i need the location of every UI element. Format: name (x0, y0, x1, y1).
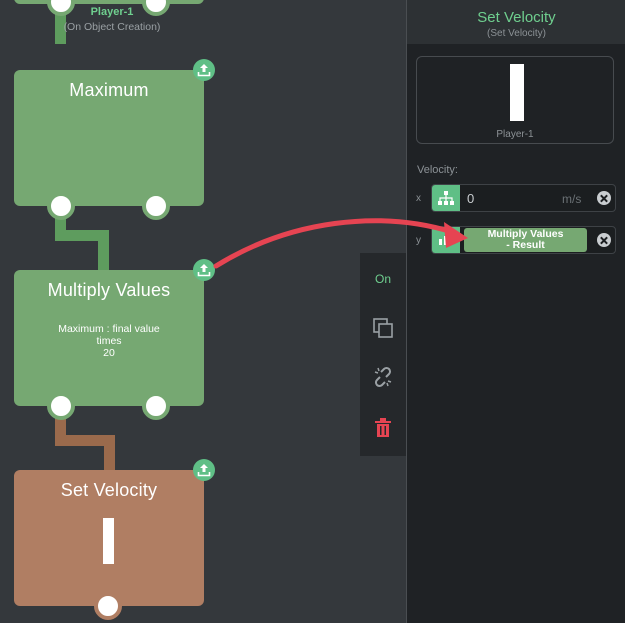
object-preview[interactable]: Player-1 (416, 56, 614, 144)
output-port[interactable] (142, 0, 170, 16)
output-port[interactable] (142, 392, 170, 420)
velocity-x-field[interactable]: 0 m/s (431, 184, 616, 212)
node-title: Set Velocity (60, 480, 158, 500)
trigger-node[interactable] (14, 0, 204, 4)
velocity-label: Velocity: (417, 164, 458, 176)
trigger-event-label: (On Object Creation) (63, 21, 161, 33)
output-port[interactable] (142, 192, 170, 220)
set-velocity-node[interactable]: Set Velocity (14, 470, 204, 606)
upload-icon[interactable] (193, 59, 215, 81)
chip-line: Multiply Values (487, 228, 564, 240)
connection-wire (55, 405, 66, 445)
node-description: Maximum : final value times 20 (14, 323, 204, 359)
x-axis-label: x (416, 193, 421, 204)
panel-header: Set Velocity (Set Velocity) (407, 0, 625, 44)
duplicate-icon[interactable] (360, 316, 406, 340)
velocity-y-field[interactable]: Multiply Values - Result (431, 226, 616, 254)
chip-line: - Result (506, 239, 545, 251)
object-preview-bar (510, 64, 524, 121)
maximum-node[interactable]: Maximum (14, 70, 204, 206)
velocity-x-unit: m/s (562, 192, 582, 206)
node-canvas[interactable]: Player-1 (On Object Creation) Maximum Mu… (0, 0, 406, 623)
connection-wire (55, 0, 66, 44)
unlink-icon[interactable] (360, 365, 406, 389)
preview-object-name: Player-1 (496, 129, 534, 140)
node-title: Maximum (69, 80, 149, 100)
properties-panel: Set Velocity (Set Velocity) Player-1 Vel… (406, 0, 625, 623)
connection-wire (55, 230, 109, 241)
linked-value-chip[interactable]: Multiply Values - Result (464, 228, 587, 252)
connection-wire (98, 230, 109, 275)
trash-icon[interactable] (360, 416, 406, 440)
output-port[interactable] (47, 192, 75, 220)
connection-wire (104, 435, 115, 475)
on-toggle[interactable]: On (374, 272, 391, 286)
panel-subtitle: (Set Velocity) (487, 28, 546, 39)
output-port[interactable] (47, 0, 75, 16)
node-title: Multiply Values (47, 280, 171, 300)
multiply-values-node[interactable]: Multiply Values Maximum : final value ti… (14, 270, 204, 406)
y-axis-label: y (416, 235, 421, 246)
upload-icon[interactable] (193, 459, 215, 481)
output-port[interactable] (94, 592, 122, 620)
velocity-x-value[interactable]: 0 (467, 191, 475, 206)
bar-chart-icon[interactable] (432, 227, 460, 253)
clear-y-icon[interactable] (597, 233, 611, 247)
connection-wire (55, 435, 115, 446)
object-preview-bar (103, 518, 114, 564)
trigger-object-name: Player-1 (90, 6, 134, 18)
connection-wire (55, 205, 66, 235)
description-line: Maximum : final value (58, 323, 160, 335)
description-line: times (96, 335, 122, 347)
hierarchy-icon[interactable] (432, 185, 460, 211)
description-line: 20 (103, 347, 115, 359)
panel-title: Set Velocity (477, 9, 556, 26)
node-toolbar: On (360, 253, 406, 456)
output-port[interactable] (47, 392, 75, 420)
clear-x-icon[interactable] (597, 191, 611, 205)
upload-icon[interactable] (193, 259, 215, 281)
